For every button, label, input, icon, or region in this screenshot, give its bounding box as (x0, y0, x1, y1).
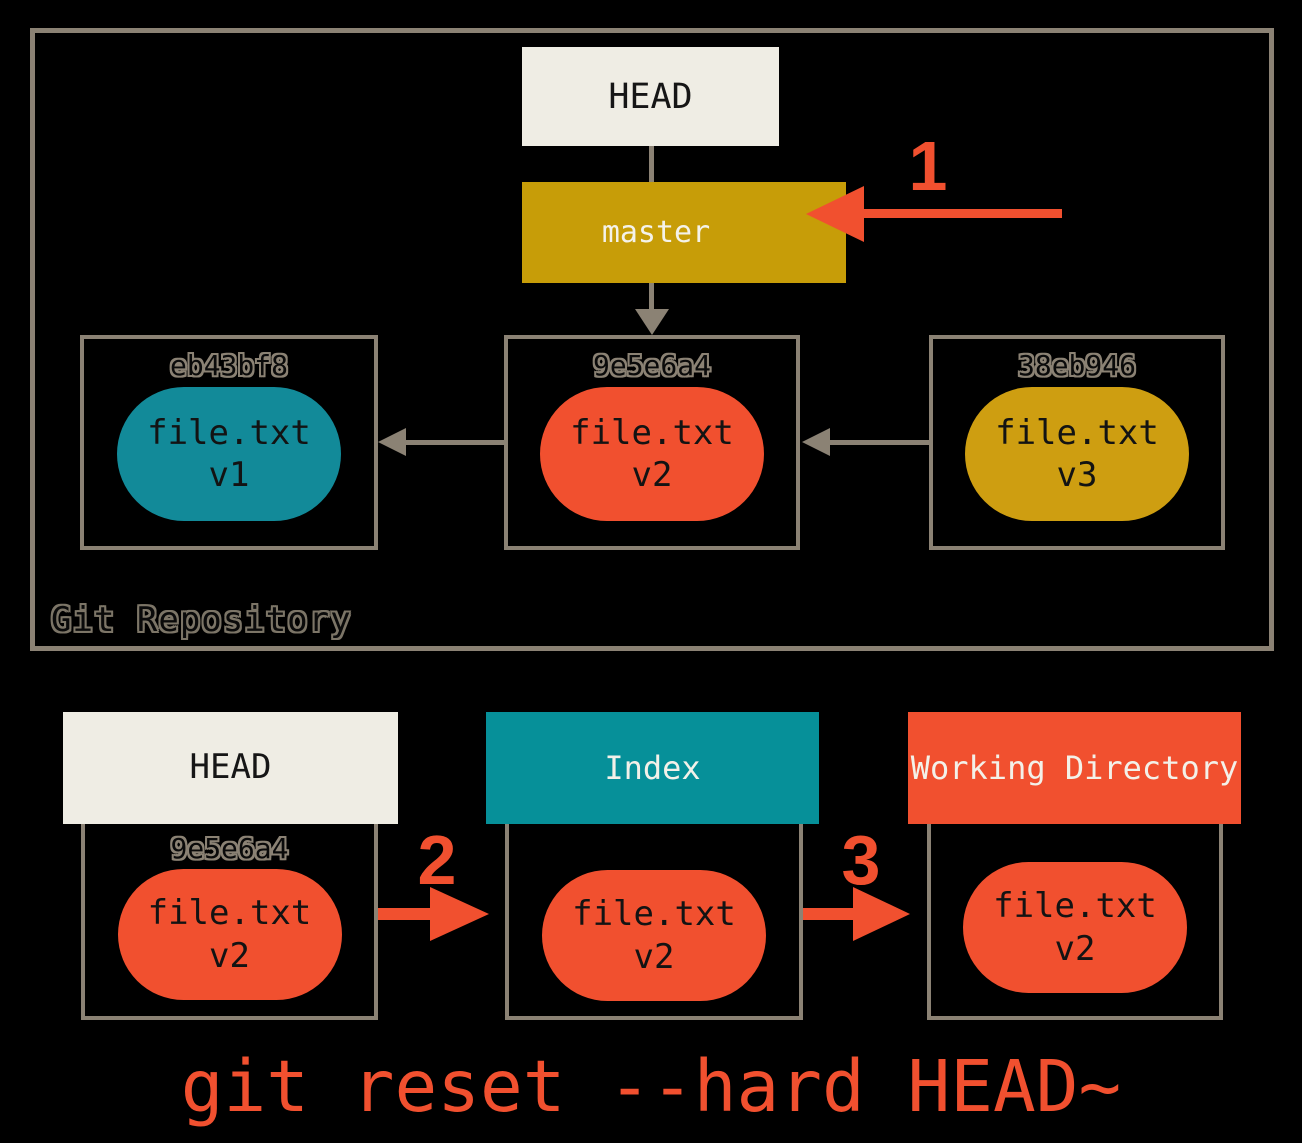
area-box-working-directory: file.txt v2 (927, 824, 1223, 1020)
parent-arrow-shaft (828, 440, 929, 445)
file-snapshot-pill: file.txt v2 (540, 387, 764, 521)
step-2-arrowhead-icon (430, 887, 489, 941)
area-title: HEAD (189, 747, 272, 788)
file-name-label: file.txt (570, 412, 734, 453)
head-ref-label: HEAD (608, 76, 693, 117)
master-branch-label: master (601, 215, 711, 250)
file-name-label: file.txt (147, 893, 312, 933)
step-1-label: 1 (908, 127, 948, 205)
parent-arrow-shaft (404, 440, 504, 445)
commit-hash-label: 9e5e6a4 (170, 832, 289, 865)
area-box-head: 9e5e6a4 file.txt v2 (81, 824, 378, 1020)
step-2-label: 2 (417, 821, 457, 899)
parent-arrowhead-icon (378, 428, 406, 456)
commit-box-9e5e6a4: 9e5e6a4 file.txt v2 (504, 335, 800, 550)
file-name-label: file.txt (995, 412, 1159, 453)
area-header-working-directory: Working Directory (908, 712, 1241, 824)
parent-arrowhead-icon (802, 428, 830, 456)
commit-hash-label: 9e5e6a4 (592, 349, 711, 382)
area-header-index: Index (486, 712, 819, 824)
master-to-commit-line (649, 283, 654, 310)
file-version-label: v2 (209, 935, 250, 976)
step-1-arrow-shaft (860, 209, 1062, 218)
area-box-index: file.txt v2 (505, 824, 803, 1020)
commit-hash-label: 38eb946 (1017, 349, 1136, 382)
step-1-arrowhead-icon (806, 186, 864, 242)
file-version-label: v2 (1054, 928, 1096, 969)
file-version-label: v2 (633, 936, 675, 977)
head-ref-box: HEAD (522, 47, 779, 146)
file-version-label: v2 (631, 455, 673, 495)
file-snapshot-pill: file.txt v1 (117, 387, 341, 521)
area-header-head: HEAD (63, 712, 398, 824)
commit-box-eb43bf8: eb43bf8 file.txt v1 (80, 335, 378, 550)
command-caption: git reset --hard HEAD~ (180, 1045, 1122, 1128)
file-snapshot-pill: file.txt v2 (963, 862, 1187, 993)
file-version-label: v3 (1056, 455, 1098, 495)
master-branch-box: master (522, 182, 846, 283)
area-title: Working Directory (910, 748, 1239, 787)
step-2-arrow-shaft (378, 908, 432, 920)
step-3-arrowhead-icon (853, 887, 910, 941)
area-title: Index (604, 748, 701, 787)
commit-hash-label: eb43bf8 (169, 349, 288, 382)
file-version-label: v1 (208, 455, 250, 495)
head-to-master-connector-line (649, 146, 654, 182)
file-snapshot-pill: file.txt v3 (965, 387, 1189, 521)
step-3-arrow-shaft (803, 908, 855, 920)
file-name-label: file.txt (147, 412, 311, 453)
step-3-label: 3 (841, 821, 881, 899)
commit-box-38eb946: 38eb946 file.txt v3 (929, 335, 1225, 550)
git-repository-label: Git Repository (51, 600, 352, 640)
file-name-label: file.txt (993, 886, 1157, 926)
file-snapshot-pill: file.txt v2 (542, 870, 766, 1001)
master-to-commit-arrowhead-icon (635, 309, 669, 335)
file-snapshot-pill: file.txt v2 (117, 869, 342, 1000)
git-repository-box: Git Repository (30, 28, 1274, 651)
file-name-label: file.txt (572, 894, 736, 934)
